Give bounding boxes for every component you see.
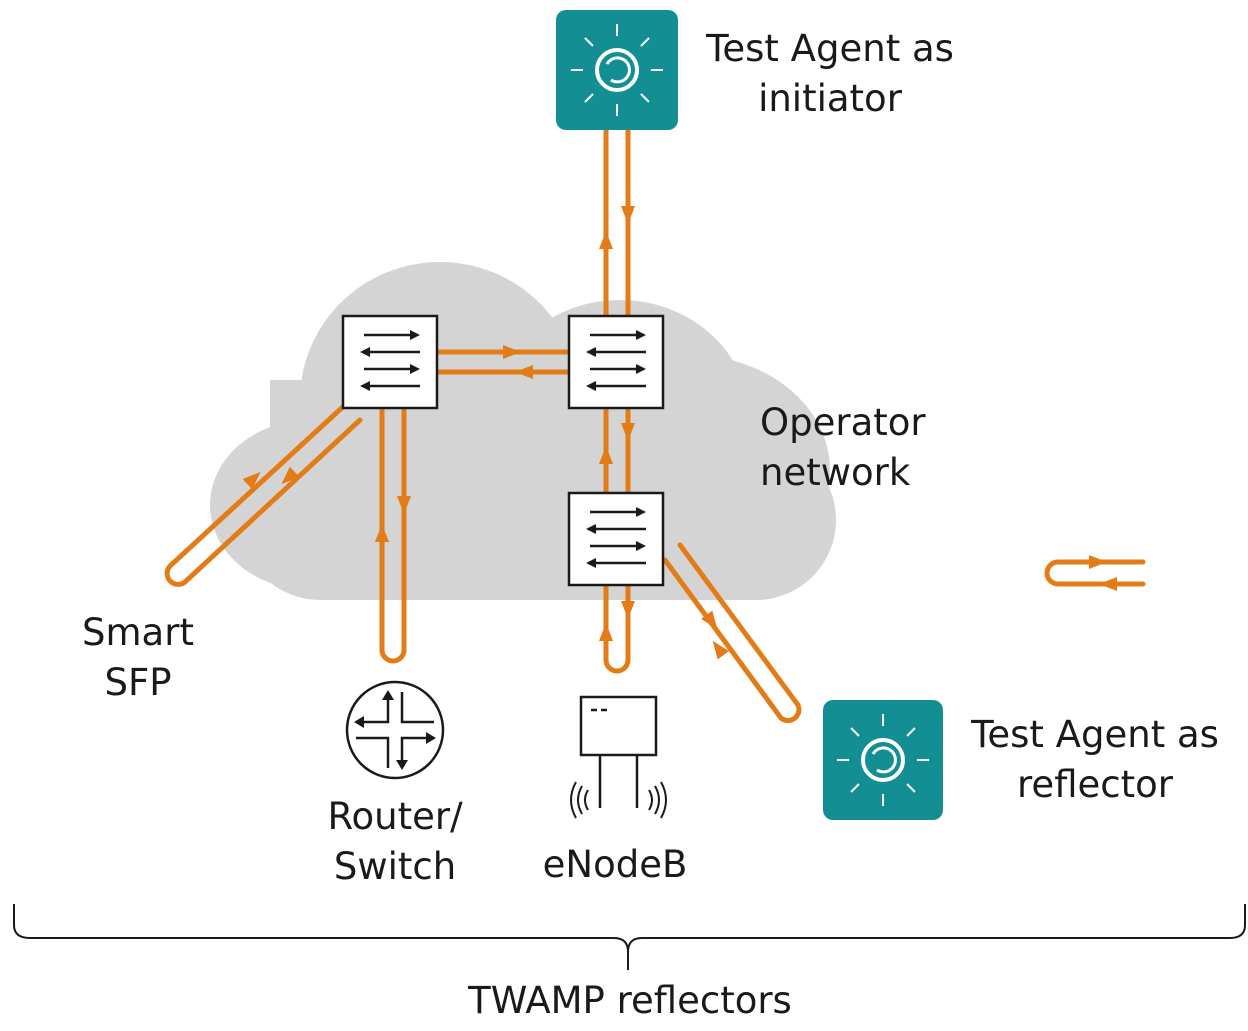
enodeb-icon (570, 695, 667, 819)
initiator-label-line1: Test Agent as (706, 27, 954, 70)
group-label-text: TWAMP reflectors (468, 979, 792, 1022)
switch-top (567, 314, 665, 410)
cloud-label: Operator network (760, 398, 926, 498)
router-label-line2: Switch (333, 845, 457, 888)
initiator-label: Test Agent as initiator (690, 24, 970, 124)
operator-network-cloud (210, 262, 836, 600)
initiator-label-line2: initiator (758, 77, 902, 120)
switch-icon (360, 330, 420, 391)
reflector-label-line2: reflector (1017, 763, 1173, 806)
switch-icon (586, 330, 646, 391)
switch-bottom (567, 491, 665, 587)
test-agent-initiator-icon (556, 10, 678, 130)
cloud-label-line1: Operator (760, 401, 926, 444)
test-agent-reflector-icon (823, 700, 943, 820)
smart-sfp-label: Smart SFP (68, 608, 208, 708)
enodeb-label-text: eNodeB (542, 843, 688, 886)
router-label: Router/ Switch (300, 792, 490, 892)
reflectors-brace (13, 904, 1246, 970)
smart-sfp-label-line1: Smart (82, 611, 194, 654)
reflector-label-line1: Test Agent as (971, 713, 1219, 756)
reflector-label: Test Agent as reflector (955, 710, 1235, 810)
smart-sfp-label-line2: SFP (104, 661, 172, 704)
switch-left (341, 314, 439, 410)
router-label-line1: Router/ (327, 795, 463, 838)
router-icon (345, 680, 445, 780)
cloud-label-line2: network (760, 451, 911, 494)
switch-icon (586, 507, 646, 568)
group-label: TWAMP reflectors (420, 976, 840, 1026)
enodeb-label: eNodeB (520, 840, 710, 890)
